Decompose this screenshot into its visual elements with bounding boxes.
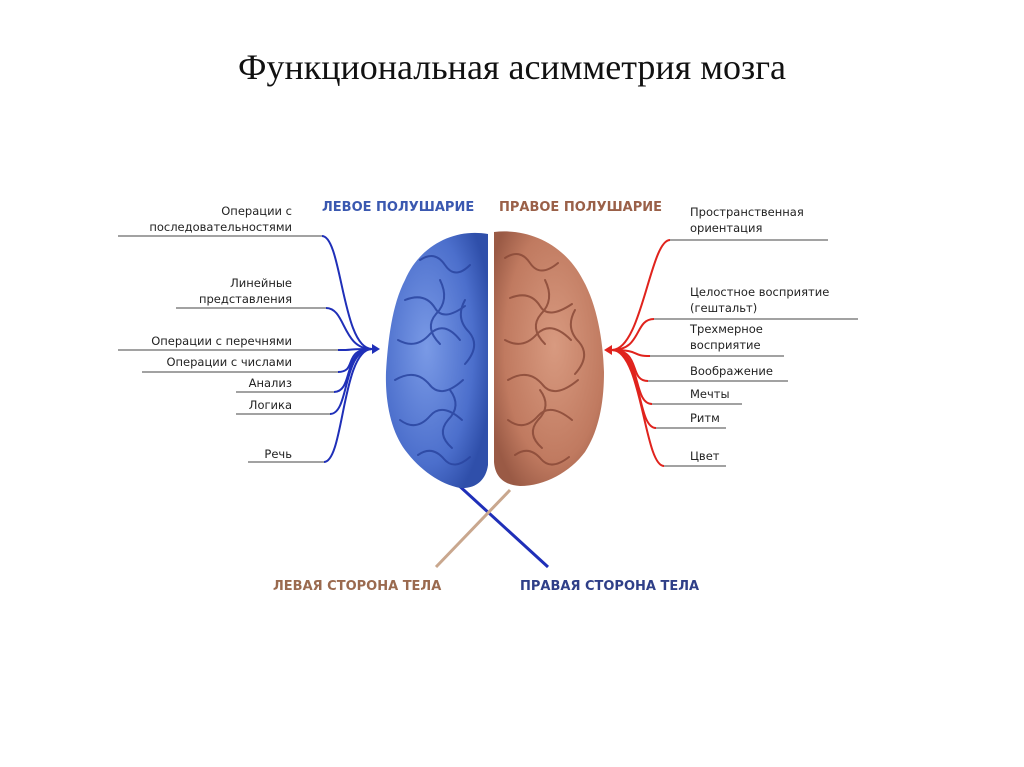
left-function-label: Логика xyxy=(248,398,292,412)
left-function-label: Речь xyxy=(264,447,292,461)
page-title: Функциональная асимметрия мозга xyxy=(238,47,786,87)
right-function-label: Ритм xyxy=(690,411,720,425)
left-hemisphere xyxy=(385,232,488,489)
right-hemisphere-label: ПРАВОЕ ПОЛУШАРИЕ xyxy=(499,200,662,215)
right-function-label: Воображение xyxy=(690,364,773,378)
left-hemisphere-label: ЛЕВОЕ ПОЛУШАРИЕ xyxy=(322,200,475,215)
left-connector-line xyxy=(321,235,373,350)
right-function-label: Целостное восприятие(гештальт) xyxy=(690,285,830,315)
right-to-left-nerve xyxy=(434,488,512,569)
right-connector-line xyxy=(611,349,653,405)
right-connector-line xyxy=(611,239,671,351)
left-connector-line xyxy=(323,348,373,463)
right-connectors xyxy=(611,239,671,467)
left-to-right-nerve xyxy=(453,480,550,569)
left-connectors xyxy=(321,235,373,463)
left-hub-arrow xyxy=(372,344,380,354)
left-function-label: Анализ xyxy=(248,376,292,390)
right-connector-line xyxy=(611,349,657,429)
right-body-side-label: ПРАВАЯ СТОРОНА ТЕЛА xyxy=(520,579,700,594)
right-connector-line xyxy=(611,349,665,467)
label-underlines xyxy=(118,235,858,467)
right-connector-line xyxy=(611,318,655,351)
right-function-label: Мечты xyxy=(690,387,730,401)
left-connector-line xyxy=(325,307,373,350)
right-hub-arrow xyxy=(604,345,612,355)
right-function-label: Цвет xyxy=(690,449,720,463)
left-body-side-label: ЛЕВАЯ СТОРОНА ТЕЛА xyxy=(273,579,442,594)
left-function-label: Операции с числами xyxy=(166,355,292,369)
left-function-label: Операции с перечнями xyxy=(151,334,292,348)
